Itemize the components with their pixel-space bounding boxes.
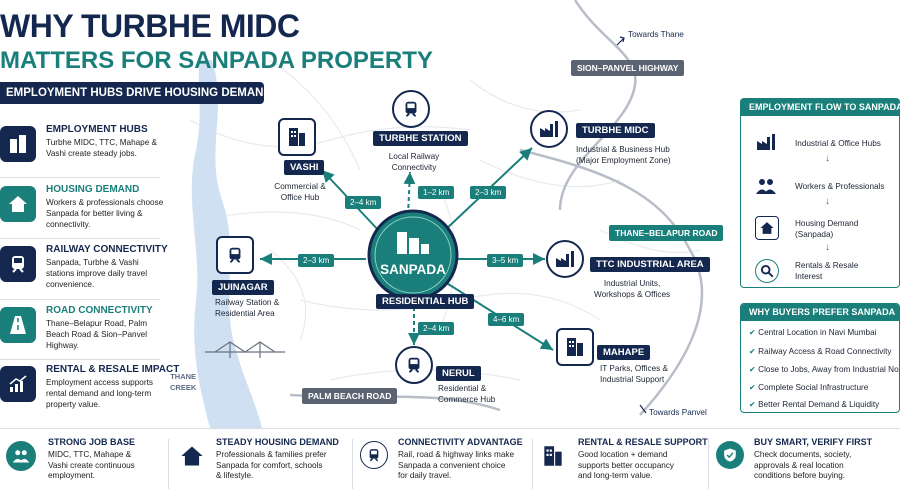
link-turbhe-station xyxy=(403,171,416,216)
nerul-distance: 2–4 km xyxy=(418,322,455,335)
list-item: ✔ Better Rental Demand & Liquidity xyxy=(749,400,880,409)
house-icon xyxy=(0,186,36,222)
office-building-icon xyxy=(278,118,316,156)
nerul-label: NERUL xyxy=(436,366,481,381)
juinagar-desc: Railway Station & Residential Area xyxy=(215,298,280,318)
vashi-label: VASHI xyxy=(284,160,325,175)
left-item-housing-demand: HOUSING DEMAND Workers & professionals c… xyxy=(0,184,163,240)
employment-flow-title: EMPLOYMENT FLOW TO SANPADA xyxy=(741,99,900,116)
check-icon: ✔ xyxy=(749,365,756,374)
flow-step-3: Housing Demand (Sanpada) xyxy=(795,219,859,239)
buyers-panel-title: WHY BUYERS PREFER SANPADA xyxy=(741,304,899,321)
left-item-rental-resale: RENTAL & RESALE IMPACT Employment access… xyxy=(0,364,179,420)
building-icon-bottom xyxy=(540,443,566,474)
thane-creek-label: THANE CREEK xyxy=(170,372,197,392)
arrow-down-icon: ↓ xyxy=(825,242,830,253)
employment-flow-panel: EMPLOYMENT FLOW TO SANPADA Industrial & … xyxy=(740,98,900,288)
shield-check-icon xyxy=(716,441,744,469)
ttc-label: TTC INDUSTRIAL AREA xyxy=(590,257,710,272)
industrial-icon xyxy=(546,240,584,278)
mahape-desc: IT Parks, Offices & Industrial Support xyxy=(600,364,668,384)
sanpada-name: SANPADA xyxy=(380,262,446,277)
left-item-road-connectivity: ROAD CONNECTIVITY Thane–Belapur Road, Pa… xyxy=(0,305,162,361)
sanpada-hub-label: RESIDENTIAL HUB xyxy=(376,294,475,309)
arrow-down-icon: ↓ xyxy=(825,153,830,164)
check-icon: ✔ xyxy=(749,328,756,337)
thane-belapur-road-label: THANE–BELAPUR ROAD xyxy=(609,225,724,241)
team-icon xyxy=(6,441,36,471)
check-icon: ✔ xyxy=(749,383,756,392)
factory-icon xyxy=(530,110,568,148)
flow-step-4: Rentals & Resale Interest xyxy=(795,261,859,281)
it-park-icon xyxy=(556,328,594,366)
turbhe-station-desc: Local Railway Connectivity xyxy=(388,152,440,172)
mahape-distance: 4–6 km xyxy=(488,313,525,326)
train-icon-nerul xyxy=(395,346,433,384)
train-icon xyxy=(0,246,36,282)
factory-icon-small xyxy=(755,131,777,158)
bottom-summary: STRONG JOB BASE MIDC, TTC, Mahape & Vash… xyxy=(0,428,900,500)
sion-panvel-highway-label: SION–PANVEL HIGHWAY xyxy=(571,60,685,76)
summary-strong-job-base: STRONG JOB BASE MIDC, TTC, Mahape & Vash… xyxy=(6,437,166,493)
buildings-icon xyxy=(0,126,36,162)
check-icon: ✔ xyxy=(749,347,756,356)
summary-buy-smart: BUY SMART, VERIFY FIRST Check documents,… xyxy=(716,437,896,493)
mahape-label: MAHAPE xyxy=(597,345,651,360)
list-item: ✔ Central Location in Navi Mumbai xyxy=(749,328,877,337)
magnifier-icon xyxy=(755,259,779,283)
turbhe-midc-desc: Industrial & Business Hub (Major Employm… xyxy=(576,145,671,165)
towards-thane-label: Towards Thane xyxy=(628,30,684,39)
apartments-icon xyxy=(397,232,429,254)
people-icon xyxy=(755,175,777,202)
sanpada-node xyxy=(367,209,459,301)
summary-steady-housing-demand: STEADY HOUSING DEMAND Professionals & fa… xyxy=(178,437,358,493)
flow-step-1: Industrial & Office Hubs xyxy=(795,139,881,148)
nerul-desc: Residential & Commerce Hub xyxy=(438,384,496,404)
growth-chart-icon xyxy=(0,366,36,402)
vashi-desc: Commercial & Office Hub xyxy=(274,182,326,202)
buyers-panel: WHY BUYERS PREFER SANPADA ✔ Central Loca… xyxy=(740,303,900,413)
juinagar-distance: 2–3 km xyxy=(298,254,335,267)
palm-beach-road-label: PALM BEACH ROAD xyxy=(302,388,398,404)
flow-step-2: Workers & Professionals xyxy=(795,182,885,191)
page-title: WHY TURBHE MIDC xyxy=(0,8,300,44)
list-item: ✔ Close to Jobs, Away from Industrial No… xyxy=(749,365,900,374)
ttc-desc: Industrial Units, Workshops & Offices xyxy=(594,279,671,299)
turbhe-station-distance: 1–2 km xyxy=(418,186,455,199)
road-icon xyxy=(0,307,36,343)
towards-panvel-label: Towards Panvel xyxy=(649,408,707,417)
juinagar-label: JUINAGAR xyxy=(212,280,274,295)
list-item: ✔ Railway Access & Road Connectivity xyxy=(749,347,892,356)
vashi-distance: 2–4 km xyxy=(345,196,382,209)
train-icon-bottom xyxy=(360,441,388,469)
left-item-employment-hubs: EMPLOYMENT HUBS Turbhe MIDC, TTC, Mahape… xyxy=(0,124,162,180)
train-icon-juinagar xyxy=(216,236,254,274)
list-item: ✔ Complete Social Infrastructure xyxy=(749,383,869,392)
house-icon-small xyxy=(755,216,779,240)
page-subtitle: MATTERS FOR SANPADA PROPERTY xyxy=(0,47,433,74)
summary-rental-resale-support: RENTAL & RESALE SUPPORT Good location + … xyxy=(540,437,710,493)
left-item-railway-connectivity: RAILWAY CONNECTIVITY Sanpada, Turbhe & V… xyxy=(0,244,168,300)
ttc-distance: 3–5 km xyxy=(487,254,524,267)
house-icon-bottom xyxy=(178,443,206,474)
turbhe-midc-label: TURBHE MIDC xyxy=(576,123,655,138)
summary-connectivity-advantage: CONNECTIVITY ADVANTAGE Rail, road & high… xyxy=(360,437,540,493)
check-icon: ✔ xyxy=(749,400,756,409)
turbhe-midc-distance: 2–3 km xyxy=(470,186,507,199)
section-banner: EMPLOYMENT HUBS DRIVE HOUSING DEMAND xyxy=(0,82,272,104)
train-station-icon xyxy=(392,90,430,128)
arrow-down-icon: ↓ xyxy=(825,196,830,207)
turbhe-station-label: TURBHE STATION xyxy=(373,131,468,146)
